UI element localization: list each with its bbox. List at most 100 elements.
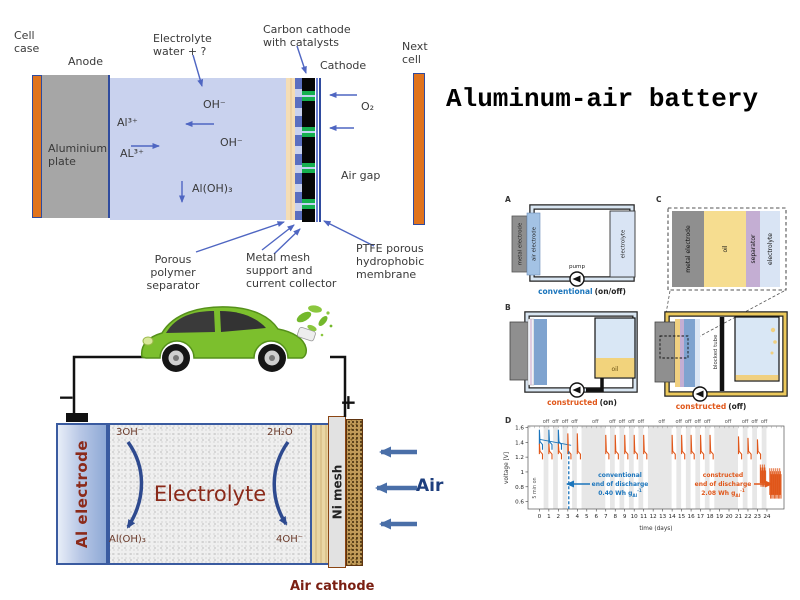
svg-text:3: 3 [566,514,570,520]
svg-text:off: off [742,419,749,425]
oil-pipe-b [586,376,604,392]
electrolyte-tank-a [609,210,636,278]
electrolyte-box: Electrolyte [108,423,312,565]
metal-electrode-off [654,321,676,383]
ptfe-membrane-line [316,78,318,222]
svg-text:16: 16 [688,514,696,520]
svg-text:19: 19 [716,514,724,520]
air-electrode-label: air electrode [532,226,538,261]
svg-text:6: 6 [594,514,598,520]
caption-b: constructed(on) [547,398,617,407]
separator-strip [286,78,295,220]
porous-separator-label: Porous polymer separator [146,253,200,292]
al3-top-label: Al³⁺ [117,116,138,129]
blue-value-sup: -1 [637,488,642,493]
reaction-4oh: 4OH⁻ [276,534,304,545]
svg-text:13: 13 [659,514,667,520]
panel-constructed-off: blocked tube constructed(off) [654,311,788,411]
x-axis-label: time (days) [639,526,672,532]
air-cathode-block [346,419,363,566]
air-label: Air [416,476,444,496]
blue-annotation-line1: conventional [598,472,642,479]
electrolyte-label-a: electrolyte [621,229,627,258]
oil-film-off [675,319,680,387]
metal-mesh-label: Metal mesh support and current collector [246,251,337,290]
car-side-window [220,311,266,332]
pump-triangle-off [695,390,704,398]
caption-off: constructed(off) [676,402,747,411]
orange-value-sub: Al [735,493,740,498]
pump-triangle-a [572,275,581,283]
metal-electrode-b [509,321,529,381]
separator-layer [312,423,328,565]
aluminium-plate-label: Aluminium plate [48,142,108,168]
negative-terminal-block [66,413,88,422]
svg-text:21: 21 [735,514,743,520]
oh-top-label: OH⁻ [203,98,226,111]
wire-left [72,355,150,415]
orange-annotation-value: 2.08 Wh gAl-1 [701,488,745,498]
electric-car-illustration [140,305,333,372]
ev-battery-diagram: Al electrode Electrolyte Ni mesh [0,295,480,600]
caption-a-word: conventional [538,287,593,296]
orange-annotation-line2: end of discharge [695,481,752,488]
panel-b-constructed-on: B oil constructed(on) [505,303,638,407]
svg-text:10: 10 [631,514,639,520]
svg-text:off: off [543,419,550,425]
svg-text:off: off [552,419,559,425]
ptfe-label: PTFE porous hydrophobic membrane [356,242,425,281]
aluminium-plate-block [42,75,110,218]
pump-label-a: pump [569,264,586,270]
svg-text:9: 9 [623,514,627,520]
svg-text:22: 22 [744,514,751,520]
svg-text:off: off [694,419,701,425]
svg-text:0.6: 0.6 [515,500,524,506]
cell-structure-diagram: Cell case Anode Electrolyte water + ? Ca… [0,0,445,300]
svg-text:off: off [675,419,682,425]
al3-bot-label: AL³⁺ [120,147,144,160]
orange-annotation-line1: constructed [703,472,743,479]
separator-layer-c [746,211,760,287]
electrolyte-block [110,78,286,220]
ev-overlay [66,305,417,530]
svg-text:17: 17 [697,514,705,520]
svg-text:off: off [619,419,626,425]
svg-text:8: 8 [613,514,617,520]
svg-text:2: 2 [557,514,561,520]
svg-text:1.2: 1.2 [515,455,524,461]
panel-d-id: D [505,416,511,425]
oil-drop-1 [770,327,776,333]
pump-cell-panels: A metal electrode air electrode electrol… [505,195,788,411]
electrolyte-word: Electrolyte [153,482,267,506]
svg-text:1.4: 1.4 [515,440,524,446]
svg-text:18: 18 [706,514,714,520]
five-min-on-label: 5 min on [532,477,538,498]
oil-drop-3 [770,351,774,355]
svg-text:0.8: 0.8 [515,485,524,491]
svg-text:1.6: 1.6 [515,425,524,431]
oil-label-c: oil [722,245,729,252]
wire-right [330,355,347,417]
ni-mesh-block: Ni mesh [328,416,346,568]
caption-off-state: (off) [728,402,746,411]
svg-text:14: 14 [669,514,677,520]
pump-triangle-b [572,386,581,394]
air-cathode-label: Air cathode [290,579,375,594]
page-title: Aluminum-air battery [446,84,759,114]
carbon-cathode-strip [302,78,315,222]
plus-terminal: + [340,390,357,414]
air-flow-arrows [375,446,417,530]
caption-b-word: constructed [547,398,598,407]
reservoir-off [734,316,780,382]
leaves-and-plug [296,305,333,342]
blue-annotation-line2: end of discharge [592,481,649,488]
panel-c-id: C [656,195,662,204]
caption-a-state: (on/off) [595,287,626,296]
svg-text:off: off [725,419,732,425]
svg-text:5: 5 [585,514,589,520]
panel-c-zoom: C metal electrode oil separator electrol… [656,195,787,343]
svg-text:off: off [638,419,645,425]
metal-electrode-layer-c [672,211,704,287]
